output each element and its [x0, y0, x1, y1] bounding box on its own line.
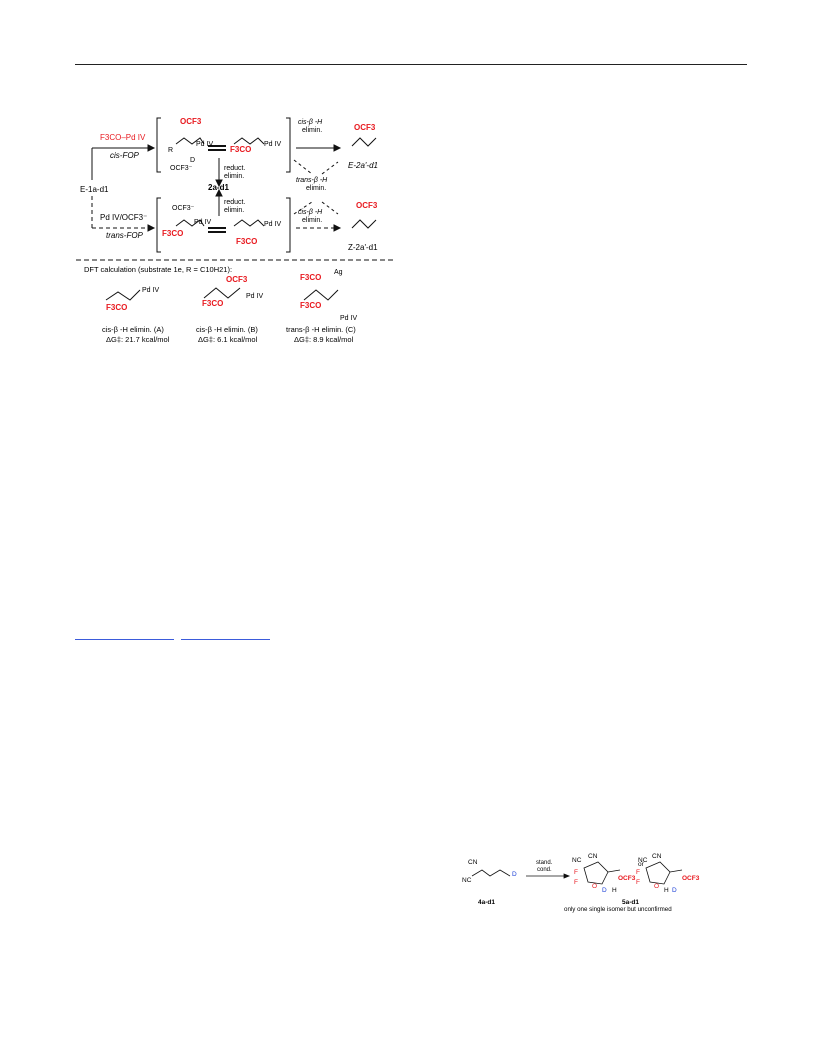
cis-fop-label: cis-FOP — [110, 151, 140, 160]
s2-f2: F — [574, 879, 578, 886]
s2-h-2: H — [664, 887, 669, 894]
cis-beta-bottom-2: elimin. — [302, 217, 322, 224]
pd-bottom-right: Pd IV — [264, 221, 281, 228]
ts-c-cf3o: F3CO — [300, 273, 321, 282]
reference-link-1[interactable] — [75, 639, 174, 640]
start-label: E-1a-d1 — [80, 185, 109, 194]
mechanism-scheme: E-1a-d1 F3CO–Pd IV cis-FOP Pd IV/OCF3⁻ t… — [76, 117, 396, 344]
reduct-2: reduct. — [224, 199, 245, 206]
ts-b-ocf3: OCF3 — [226, 275, 248, 284]
trans-beta: trans-β -H — [296, 177, 328, 184]
f3co-top: F3CO — [230, 145, 251, 154]
s2-f4: F — [636, 879, 640, 886]
s2-cn-2: CN — [588, 853, 598, 860]
ts-a-f3co: F3CO — [106, 303, 127, 312]
s2-d-2: D — [672, 887, 677, 894]
ts-c-ag: Ag — [334, 269, 343, 276]
trans-beta-2: elimin. — [306, 185, 326, 192]
r-top: R — [168, 147, 173, 154]
ts-b-f3co: F3CO — [202, 299, 223, 308]
deuterium-scheme: CN NC D stand. cond. 4a-d1 NC CN F F O D… — [462, 853, 700, 913]
ts-b-energy: ΔG‡: 6.1 kcal/mol — [198, 335, 258, 344]
pd-top: Pd IV — [196, 141, 213, 148]
s2-nc-2: NC — [572, 857, 582, 864]
reference-link-2[interactable] — [181, 639, 270, 640]
ocf3-E: OCF3 — [354, 123, 376, 132]
trans-reagent: Pd IV/OCF3⁻ — [100, 213, 147, 222]
f3co-bottom-2: F3CO — [236, 237, 257, 246]
s2-note: only one single isomer but unconfirmed — [564, 906, 672, 913]
pd-bottom: Pd IV — [194, 219, 211, 226]
product-E: E-2a'-d1 — [348, 161, 378, 170]
s2-d-1: D — [602, 887, 607, 894]
s2-nc-1: NC — [462, 877, 472, 884]
ts-a-label: cis-β -H elimin. (A) — [102, 325, 164, 334]
s2-cn-3: CN — [652, 853, 662, 860]
s2-o-2: O — [654, 883, 659, 890]
s2-start-label: 4a-d1 — [478, 899, 495, 906]
cis-reagent: F3CO–Pd IV — [100, 133, 146, 142]
s2-h-1: H — [612, 887, 617, 894]
ocf3-anion: OCF3⁻ — [170, 165, 193, 172]
dft-header: DFT calculation (substrate 1e, R = C10H2… — [84, 265, 232, 274]
s2-ocf3-1: OCF3 — [618, 875, 636, 882]
ts-c-energy: ΔG‡: 8.9 kcal/mol — [294, 335, 354, 344]
s2-f1: F — [574, 869, 578, 876]
ts-b-pd: Pd IV — [246, 293, 263, 300]
ts-c-label: trans-β -H elimin. (C) — [286, 325, 356, 334]
ocf3-Z: OCF3 — [356, 201, 378, 210]
d-top: D — [190, 157, 195, 164]
product-2a: 2a-d1 — [208, 183, 229, 192]
s2-o-1: O — [592, 883, 597, 890]
reduct-1: reduct. — [224, 165, 245, 172]
ts-a-pd: Pd IV — [142, 287, 159, 294]
cis-beta-bottom: cis-β -H — [298, 209, 323, 216]
header-rule — [75, 64, 747, 65]
ocf3-anion-2: OCF3⁻ — [172, 205, 195, 212]
ts-a-energy: ΔG‡: 21.7 kcal/mol — [106, 335, 170, 344]
s2-cn-1: CN — [468, 859, 478, 866]
cis-beta-top-2: elimin. — [302, 127, 322, 134]
s2-product-label: 5a-d1 — [622, 899, 639, 906]
product-Z: Z-2a'-d1 — [348, 243, 378, 252]
elim-2: elimin. — [224, 207, 244, 214]
s2-or: or — [638, 861, 645, 868]
s2-cond-1: stand. — [536, 860, 553, 866]
ts-c-pd: Pd IV — [340, 315, 357, 322]
ts-b-label: cis-β -H elimin. (B) — [196, 325, 258, 334]
s2-ocf3-2: OCF3 — [682, 875, 700, 882]
cis-beta-top: cis-β -H — [298, 119, 323, 126]
s2-cond-2: cond. — [537, 867, 552, 873]
trans-fop-label: trans-FOP — [106, 231, 144, 240]
pd-top-right: Pd IV — [264, 141, 281, 148]
s2-f3: F — [636, 869, 640, 876]
elim-1: elimin. — [224, 173, 244, 180]
s2-d-start: D — [512, 871, 517, 878]
ocf3-top: OCF3 — [180, 117, 202, 126]
ts-c-f3co: F3CO — [300, 301, 321, 310]
f3co-bottom: F3CO — [162, 229, 183, 238]
s2-nc-3: NC — [638, 857, 648, 864]
